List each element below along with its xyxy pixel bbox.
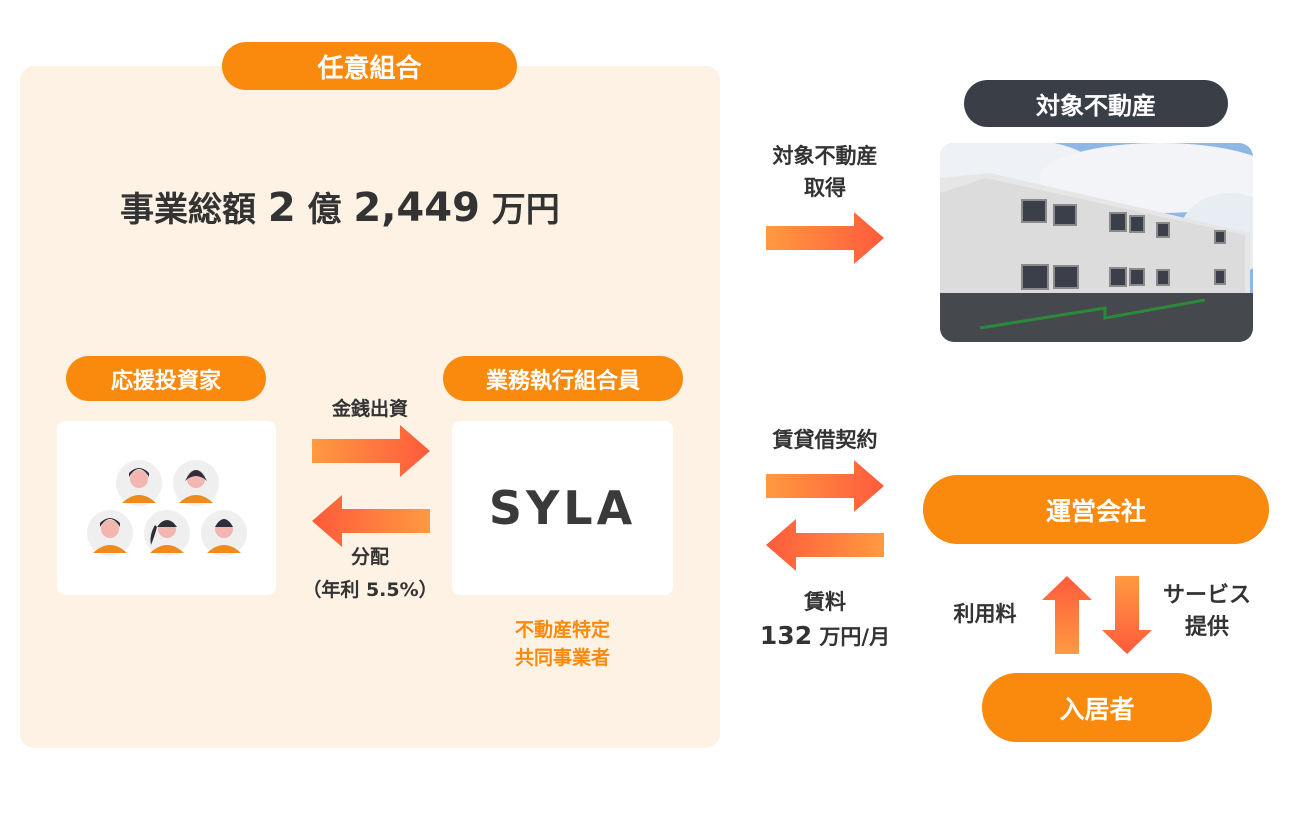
flow-service-label: サービス 提供 — [1148, 580, 1266, 644]
arrow-right-icon — [766, 212, 884, 264]
total-amount: 事業総額 2 億 2,449 万円 — [120, 182, 620, 231]
flow-rent-amount: 132 — [759, 621, 813, 650]
executor-note-line: 共同事業者 — [514, 647, 610, 669]
flow-service-line: サービス — [1162, 583, 1251, 608]
arrow-right-icon — [312, 425, 430, 477]
total-man: 2,449 — [353, 185, 480, 231]
flow-rate-label: （年利 5.5%） — [302, 579, 438, 601]
flow-acquire-label: 対象不動産 取得 — [740, 140, 910, 204]
property-title: 対象不動産 — [964, 80, 1228, 127]
executor-card: SYLA — [452, 421, 673, 595]
executor-note-line: 不動産特定 — [514, 619, 610, 641]
flow-distribute-label: 分配 — [350, 546, 389, 568]
syla-logo: SYLA — [488, 481, 637, 535]
total-man-unit: 万円 — [491, 190, 560, 230]
flow-invest-label: 金銭出資 — [331, 398, 408, 420]
property-photo — [940, 143, 1253, 342]
union-title: 任意組合 — [222, 42, 517, 90]
flow-acquire-line: 対象不動産 — [772, 144, 878, 168]
arrow-left-icon — [312, 495, 430, 547]
flow-fee-label: 利用料 — [953, 602, 1017, 626]
flow-acquire-line: 取得 — [804, 176, 846, 200]
executor-note: 不動産特定 共同事業者 — [470, 616, 655, 672]
investors-card — [57, 421, 276, 595]
flow-rent-label: 賃料 132 万円/月 — [735, 585, 915, 654]
resident-label: 入居者 — [982, 673, 1212, 742]
arrow-left-icon — [766, 519, 884, 571]
executor-label: 業務執行組合員 — [443, 356, 683, 401]
total-oku: 2 — [267, 185, 296, 231]
flow-rent-title: 賃料 — [804, 590, 846, 614]
flow-lease-label: 賃貸借契約 — [772, 428, 878, 452]
flow-service-line: 提供 — [1184, 615, 1229, 640]
total-label: 事業総額 — [120, 190, 256, 230]
investor-label: 応援投資家 — [66, 356, 266, 401]
total-oku-unit: 億 — [307, 190, 342, 230]
investors-icon — [87, 460, 247, 556]
operator-label: 運営会社 — [923, 475, 1269, 544]
flow-rent-unit: 万円/月 — [819, 625, 891, 649]
arrow-up-icon — [1042, 576, 1092, 654]
arrow-right-icon — [766, 460, 884, 512]
union-panel — [20, 66, 720, 748]
arrow-down-icon — [1102, 576, 1152, 654]
